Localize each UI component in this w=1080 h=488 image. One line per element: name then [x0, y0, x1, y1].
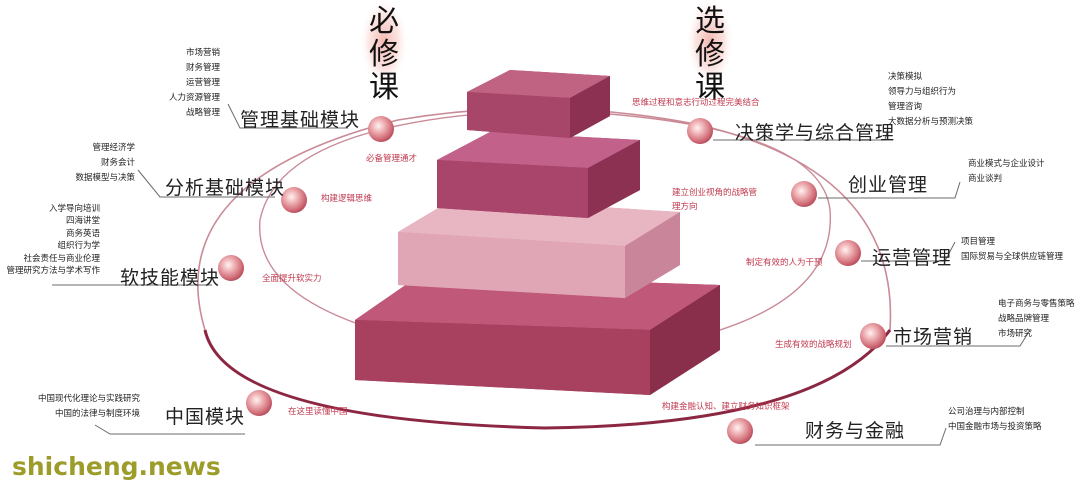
course-item: 中国金融市场与投资策略 — [948, 422, 1042, 432]
module-bead-icon — [791, 181, 817, 207]
module-title: 中国模块 — [165, 406, 246, 428]
module-note: 建立创业视角的战略管理方向 — [672, 188, 758, 212]
module-note: 思维过程和意志行动过程完美结合 — [632, 98, 760, 108]
module-bead-icon — [368, 116, 394, 142]
course-item: 社会责任与商业伦理 — [23, 253, 100, 264]
course-item: 市场研究 — [998, 329, 1033, 339]
bead-group — [218, 116, 886, 444]
course-item: 电子商务与零售策略 — [998, 299, 1075, 309]
required-header-char-3: 课 — [369, 70, 399, 105]
module-title: 决策学与综合管理 — [735, 122, 896, 144]
course-item: 组织行为学 — [57, 241, 100, 252]
module-courses-list: 管理经济学 财务会计 数据模型与决策 — [75, 141, 135, 186]
module-title: 财务与金融 — [805, 420, 906, 442]
pyramid-tier-second — [437, 132, 640, 218]
module-bead-icon — [218, 255, 244, 281]
course-item: 四海讲堂 — [65, 216, 100, 227]
leader-line — [818, 181, 961, 199]
module-title: 软技能模块 — [120, 267, 221, 289]
course-item: 管理咨询 — [888, 102, 923, 112]
module-note: 构建金融认知、建立财务知识框架 — [662, 402, 790, 412]
pyramid-tier-top — [467, 70, 610, 138]
elective-header-char-1: 选 — [695, 4, 725, 39]
pyramid-tier-light — [398, 198, 680, 298]
module-courses-list: 公司治理与内部控制 中国金融市场与投资策略 — [948, 405, 1042, 435]
course-item: 中国的法律与制度环境 — [54, 409, 140, 419]
course-item: 财务管理 — [185, 63, 220, 73]
module-courses-list: 市场营销 财务管理 运营管理 人力资源管理 战略管理 — [169, 46, 220, 121]
required-header-char-2: 修 — [369, 37, 399, 72]
course-item: 商业模式与企业设计 — [968, 159, 1045, 169]
module-note: 生成有效的战略规划 — [775, 340, 852, 350]
course-item: 战略品牌管理 — [998, 314, 1050, 324]
module-note: 制定有效的人为干预 — [746, 258, 823, 268]
elective-header-char-3: 课 — [695, 70, 725, 105]
required-course-header: 必 修 课 — [362, 5, 406, 104]
course-item: 商业谈判 — [968, 174, 1003, 184]
module-courses-list: 商业模式与企业设计 商业谈判 — [968, 157, 1045, 187]
outer-ring-lower — [203, 329, 892, 430]
course-item: 市场营销 — [185, 48, 220, 58]
course-item: 财务会计 — [100, 158, 135, 168]
course-item: 商务英语 — [65, 228, 100, 239]
leader-line — [886, 329, 1031, 347]
course-item: 公司治理与内部控制 — [948, 407, 1025, 417]
module-note: 必备管理通才 — [366, 154, 418, 164]
elective-header-glow — [686, 0, 734, 87]
leader-line — [713, 127, 889, 141]
module-title: 运营管理 — [872, 247, 953, 269]
elective-course-header: 选 修 课 — [688, 5, 732, 104]
course-item: 大数据分析与预测决策 — [888, 117, 974, 127]
course-item: 管理经济学 — [92, 143, 135, 153]
course-item: 领导力与组织行为 — [888, 87, 957, 97]
module-note: 在这里读懂中国 — [288, 407, 348, 417]
module-courses-list: 中国现代化理论与实践研究 中国的法律与制度环境 — [38, 392, 140, 422]
module-title: 市场营销 — [893, 326, 974, 348]
course-item: 战略管理 — [185, 108, 220, 118]
module-bead-icon — [835, 240, 861, 266]
leader-line — [137, 169, 275, 198]
module-title: 创业管理 — [848, 174, 929, 196]
leader-line — [755, 427, 947, 446]
course-item: 运营管理 — [185, 78, 220, 88]
elective-header-char-2: 修 — [695, 37, 725, 72]
module-bead-icon — [687, 118, 713, 144]
module-courses-list: 入学导向培训 四海讲堂 商务英语 组织行为学 社会责任与商业伦理 管理研究方法与… — [6, 203, 100, 277]
module-title: 分析基础模块 — [165, 177, 286, 199]
course-item: 决策模拟 — [888, 72, 923, 82]
module-courses-list: 电子商务与零售策略 战略品牌管理 市场研究 — [998, 297, 1075, 342]
module-courses-list: 项目管理 国际贸易与全球供应链管理 — [961, 235, 1063, 265]
course-item: 人力资源管理 — [168, 93, 220, 103]
module-bead-icon — [860, 323, 886, 349]
course-item: 入学导向培训 — [48, 204, 100, 214]
module-courses-list: 决策模拟 领导力与组织行为 管理咨询 大数据分析与预测决策 — [888, 70, 973, 130]
course-item: 数据模型与决策 — [75, 173, 135, 183]
leader-line — [227, 103, 348, 129]
course-item: 管理研究方法与学术写作 — [6, 266, 100, 277]
course-item: 国际贸易与全球供应链管理 — [961, 252, 1064, 262]
module-bead-icon — [727, 418, 753, 444]
required-header-glow — [360, 0, 408, 87]
leader-line-group — [52, 103, 1031, 446]
pyramid-tier-bottom — [355, 275, 720, 395]
module-note: 全面提升软实力 — [262, 274, 322, 284]
module-title: 管理基础模块 — [240, 109, 361, 131]
course-item: 中国现代化理论与实践研究 — [37, 394, 140, 404]
leader-line — [94, 424, 245, 435]
module-bead-icon — [246, 390, 272, 416]
required-header-char-1: 必 — [369, 4, 399, 39]
watermark-text: shicheng.news — [12, 452, 221, 481]
course-item: 项目管理 — [961, 237, 996, 247]
leader-line — [861, 241, 956, 262]
module-note: 构建逻辑思维 — [321, 194, 373, 204]
module-bead-icon — [281, 187, 307, 213]
